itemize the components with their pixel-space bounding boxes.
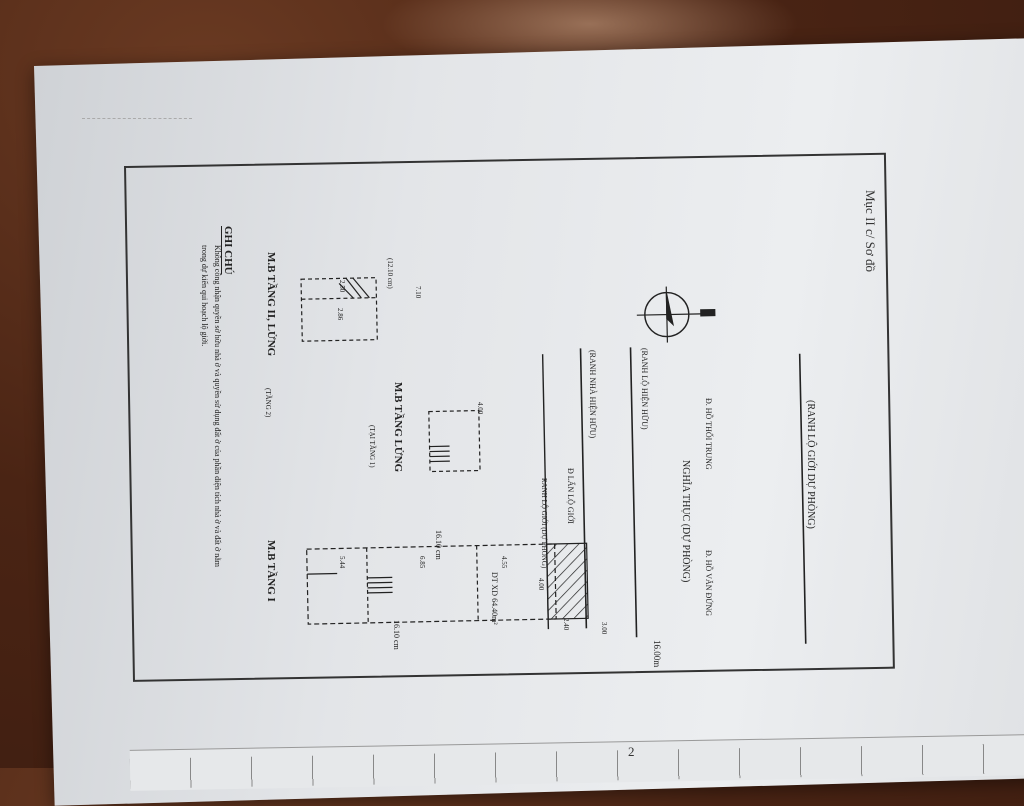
current-road-label: (RANH LỘ HIỆN HỮU)	[640, 348, 649, 430]
dimension-2-86: 2.86	[336, 308, 344, 320]
setback-sub-label: RANH LỘ GIỚI (DỰ PHÒNG)	[540, 478, 548, 568]
dimension-2-40: 2.40	[562, 618, 570, 630]
north-arrow-icon	[636, 286, 715, 344]
road-name-label: NGHĨA THỤC (DỰ PHÒNG)	[680, 460, 691, 582]
dimension-mezz-4-00: 4.00	[476, 402, 484, 414]
dimension-width-bottom: 16.10 cm	[392, 620, 401, 650]
floor-area-label: DT XD 64.40m²	[490, 572, 499, 625]
setback-label: Đ LẤN LỘ GIỚI	[566, 468, 575, 524]
dimension-4-55: 4.55	[500, 556, 508, 568]
dimension-4-00: 4.00	[537, 578, 545, 590]
page-header-mark	[82, 104, 192, 119]
floor2-subtitle: (TẦNG 2)	[264, 388, 272, 417]
dimension-2-50: 2.50	[338, 280, 346, 292]
dimension-6-85: 6.85	[418, 556, 426, 568]
neighbor-left-label: Đ. HỒ THỐI TRUNG	[704, 398, 713, 470]
dimension-3-00: 3.00	[600, 622, 608, 634]
road-current-line	[631, 347, 637, 637]
mezz-subtitle: (TẠI TẦNG 1)	[368, 425, 376, 468]
dimension-7-10: 7.10	[414, 286, 422, 298]
page-number: 2	[628, 744, 635, 760]
site-plan-drawing	[124, 160, 884, 680]
dimension-width-top: 16.00m	[652, 640, 662, 667]
dimension-5-44: 5.44	[338, 556, 346, 568]
stairs-floor1	[367, 577, 392, 593]
current-house-label: (RANH NHÀ HIỆN HỮU)	[588, 350, 597, 438]
neighbor-right-label: Đ. HỒ VĂN ĐỨNG	[704, 550, 713, 616]
road-boundary-label: (RANH LỘ GIỚI DỰ PHÒNG)	[805, 400, 816, 529]
floor1-title: M.B TẦNG I	[265, 540, 277, 602]
mezz-outline	[429, 411, 480, 472]
dimension-width-mid: 16.10 cm	[434, 530, 443, 560]
stairs-mezz	[430, 446, 450, 461]
dimension-12-10: (12.10 cm)	[386, 258, 394, 289]
mezz-title: M.B TẦNG LỬNG	[392, 382, 404, 472]
floor2-title: M.B TẦNG II, LỬNG	[265, 252, 277, 356]
setback-hatch	[547, 543, 589, 619]
